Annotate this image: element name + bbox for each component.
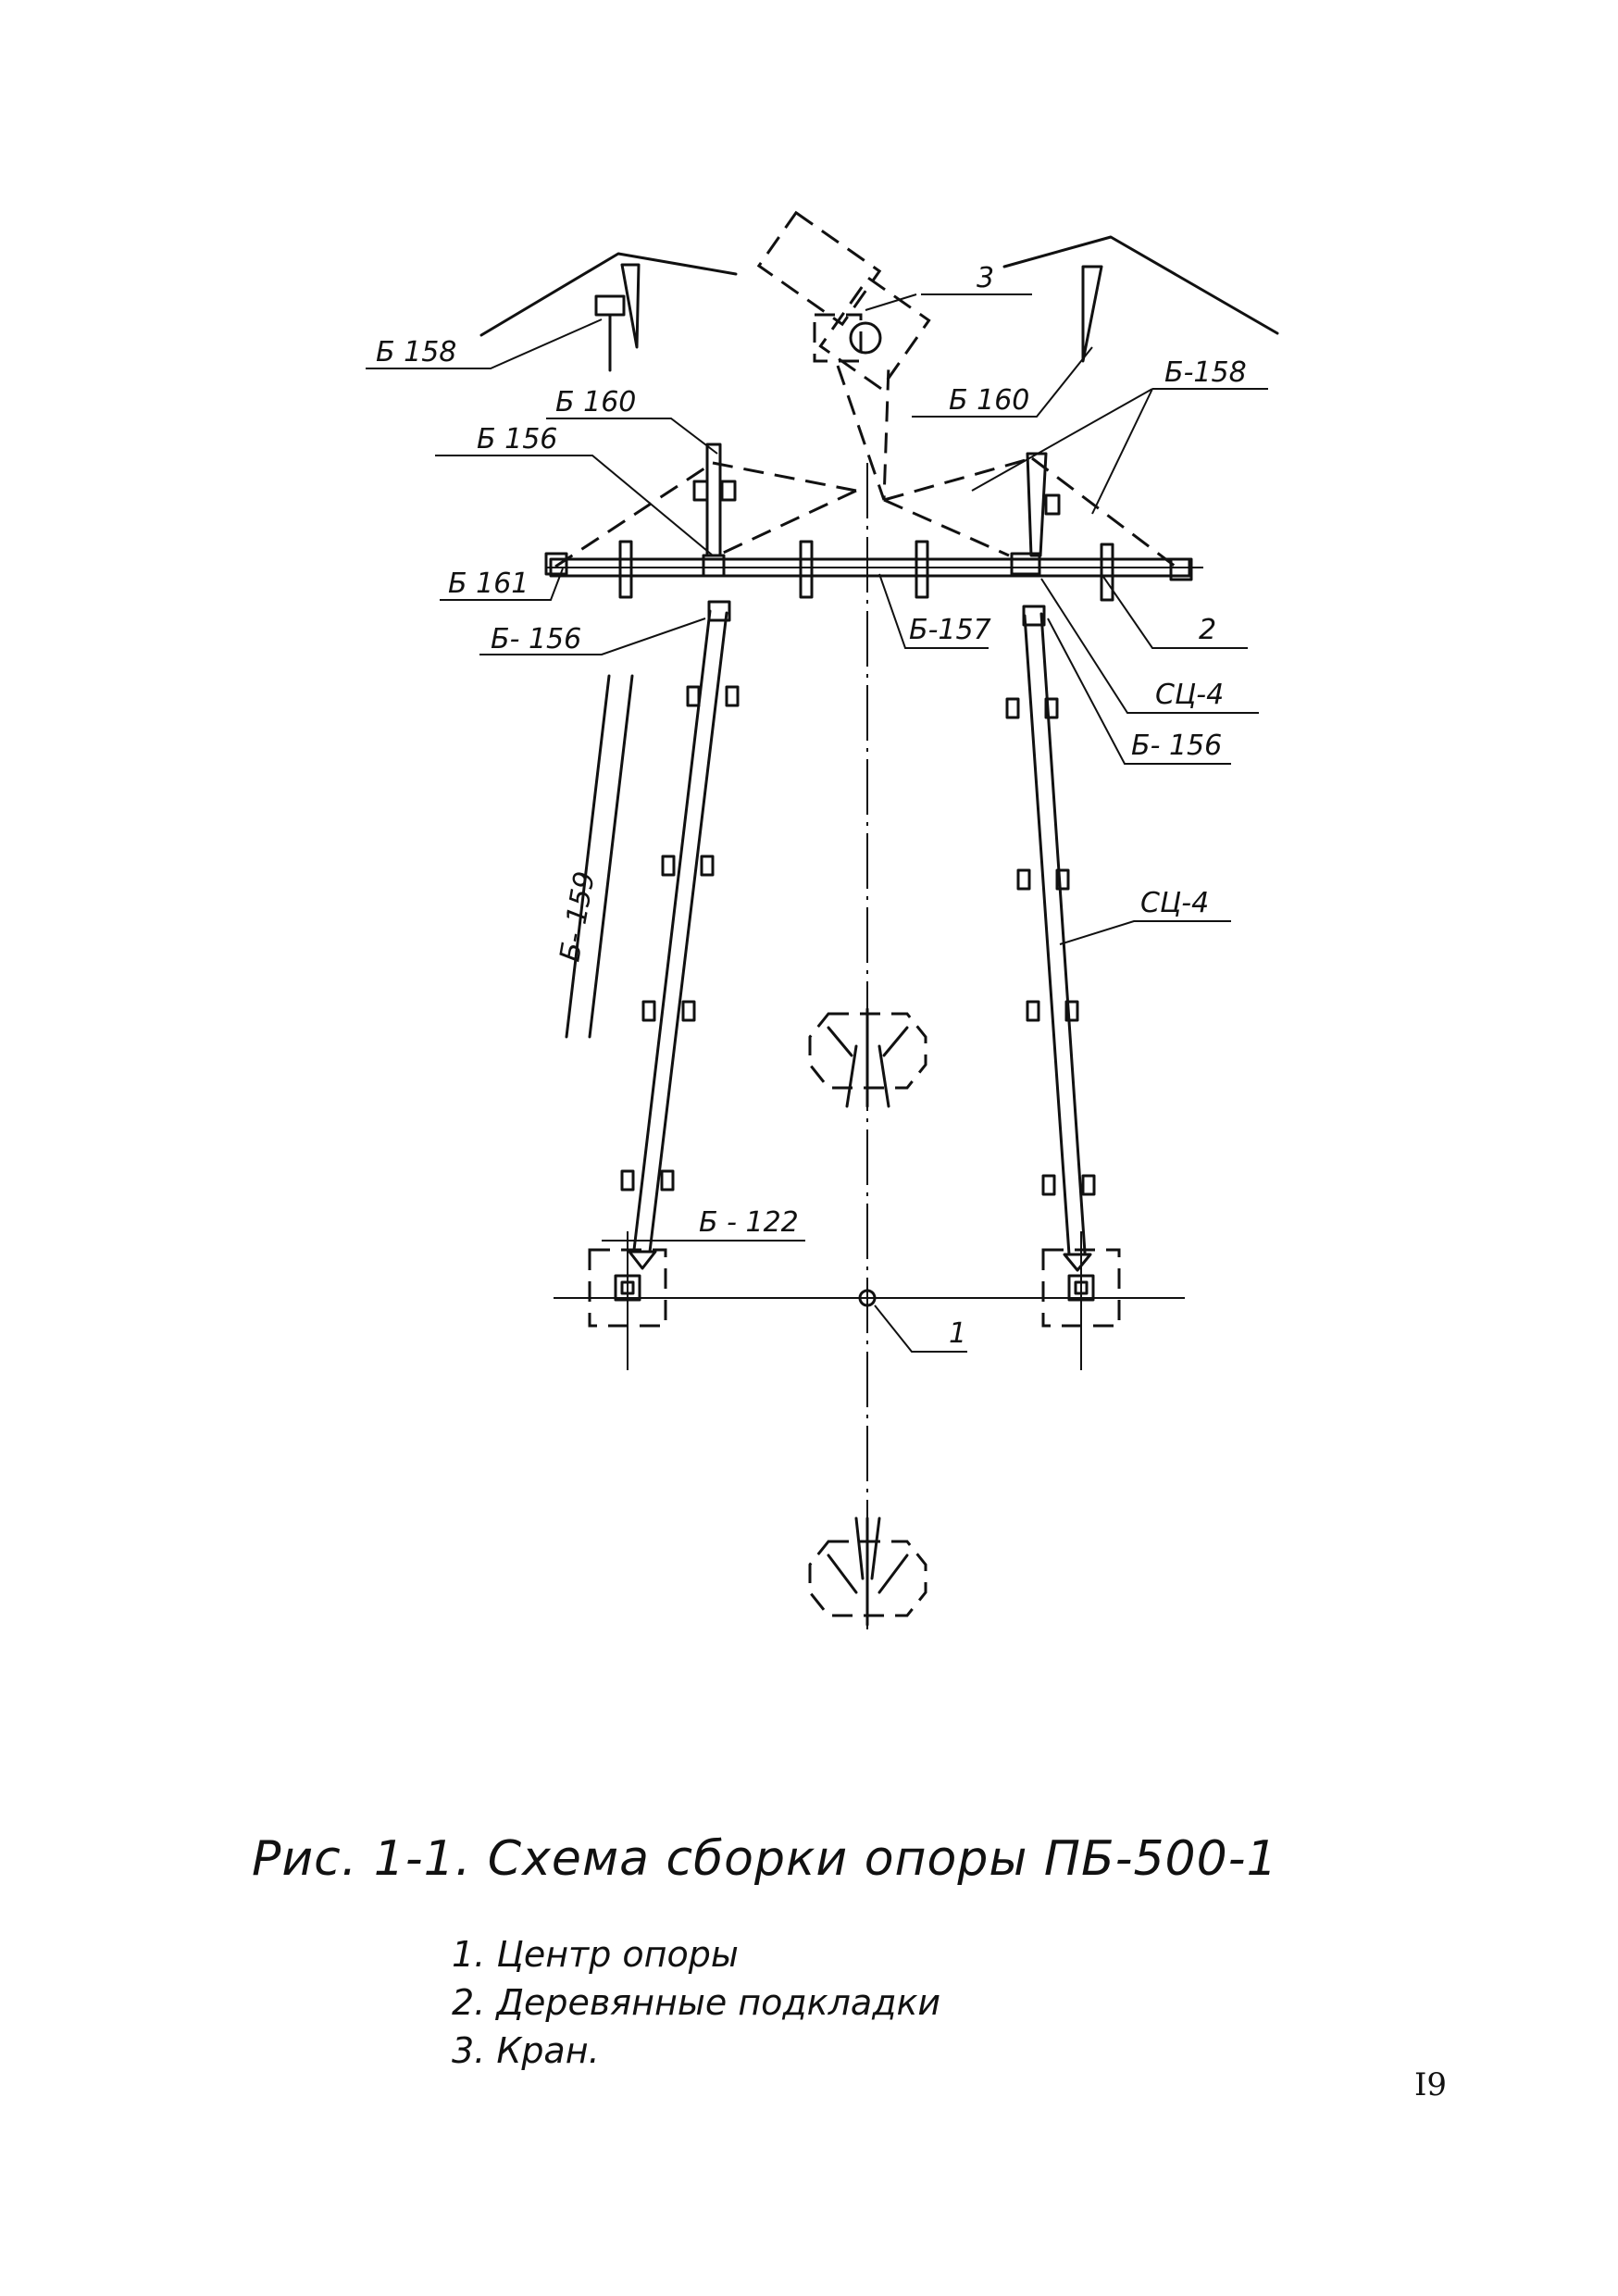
label-b122: Б - 122 xyxy=(699,1206,799,1239)
label-b159: Б- 159 xyxy=(554,869,602,965)
label-b156-mid: Б- 156 xyxy=(491,623,581,655)
left-leg xyxy=(620,600,740,1270)
foundation-left xyxy=(588,1231,667,1370)
legend-item-3: 3. Кран. xyxy=(452,2030,600,2071)
label-center-number: 1 xyxy=(949,1317,966,1350)
anchor-octagon-1 xyxy=(808,1007,927,1108)
label-crane-number: 3 xyxy=(977,262,994,294)
top-outline xyxy=(479,235,1279,372)
b159-member xyxy=(565,674,634,1039)
anchor-octagon-2 xyxy=(808,1516,927,1627)
crane xyxy=(756,210,931,501)
label-sc4-top: СЦ-4 xyxy=(1155,679,1224,711)
label-b160-left: Б 160 xyxy=(555,386,636,418)
foundation-right xyxy=(1041,1231,1121,1370)
label-sc4-leg: СЦ-4 xyxy=(1140,887,1209,919)
cross-arm xyxy=(544,443,1193,602)
support-center-mark xyxy=(858,1289,877,1307)
label-pads-number: 2 xyxy=(1199,614,1216,646)
figure-caption: Рис. 1-1. Схема сборки опоры ПБ-500-1 xyxy=(252,1831,1278,1887)
label-b156-top: Б 156 xyxy=(477,423,557,455)
figure-legend: 1. Центр опоры 2. Деревянные подкладки 3… xyxy=(452,1930,940,2075)
label-b157: Б-157 xyxy=(909,614,991,646)
label-b161: Б 161 xyxy=(448,568,529,600)
legend-item-1: 1. Центр опоры xyxy=(452,1934,739,1975)
page-number: I9 xyxy=(1414,2066,1448,2103)
label-b158-right: Б-158 xyxy=(1164,356,1247,389)
legend-item-2: 2. Деревянные подкладки xyxy=(452,1982,941,2023)
label-b160-right: Б 160 xyxy=(949,384,1029,417)
label-b158-left: Б 158 xyxy=(376,336,456,368)
slings xyxy=(554,456,1176,568)
leader-lines xyxy=(366,293,1268,1353)
label-b156-right: Б- 156 xyxy=(1131,730,1222,762)
right-leg xyxy=(1005,605,1096,1272)
